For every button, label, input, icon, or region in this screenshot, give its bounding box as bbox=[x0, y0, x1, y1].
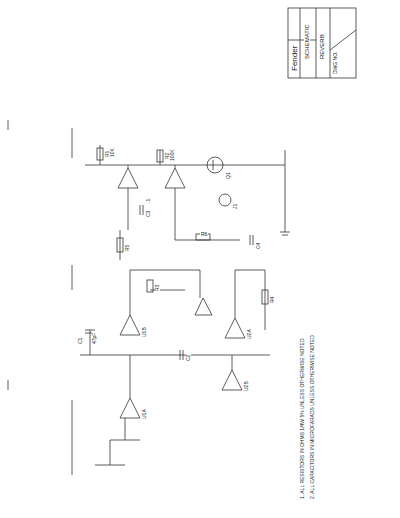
note-text: 1. ALL RESISTORS IN OHMS 1/4W 5% UNLESS … bbox=[300, 337, 305, 500]
component-label: C3 bbox=[146, 210, 151, 218]
component-label: R6 bbox=[200, 232, 208, 237]
title-block-text: DWG NO. bbox=[333, 51, 338, 76]
title-block-name: Fender bbox=[291, 45, 299, 72]
component-label: C4 bbox=[256, 242, 261, 250]
component-label: .1 bbox=[146, 198, 151, 204]
component-label: U2A bbox=[247, 328, 252, 340]
component-label: 47pF bbox=[92, 332, 97, 345]
component-label: C2 bbox=[186, 354, 191, 362]
component-label: 100K bbox=[170, 148, 175, 162]
component-label: R4 bbox=[270, 296, 275, 304]
component-label: U1B bbox=[142, 326, 147, 338]
component-label: R5 bbox=[125, 244, 130, 252]
component-label: Q1 bbox=[226, 171, 231, 180]
component-label: C1 bbox=[78, 337, 83, 345]
note-text: 2. ALL CAPACITORS IN MICROFARADS UNLESS … bbox=[310, 334, 315, 500]
component-label: J1 bbox=[233, 203, 238, 210]
component-label: 10K bbox=[110, 147, 115, 158]
title-block-text: SCHEMATIC bbox=[304, 23, 310, 60]
title-block-text: REVERB bbox=[319, 33, 325, 60]
component-label: U1A bbox=[142, 408, 147, 420]
component-label: R3 bbox=[155, 284, 160, 292]
component-label: U2B bbox=[244, 380, 249, 392]
